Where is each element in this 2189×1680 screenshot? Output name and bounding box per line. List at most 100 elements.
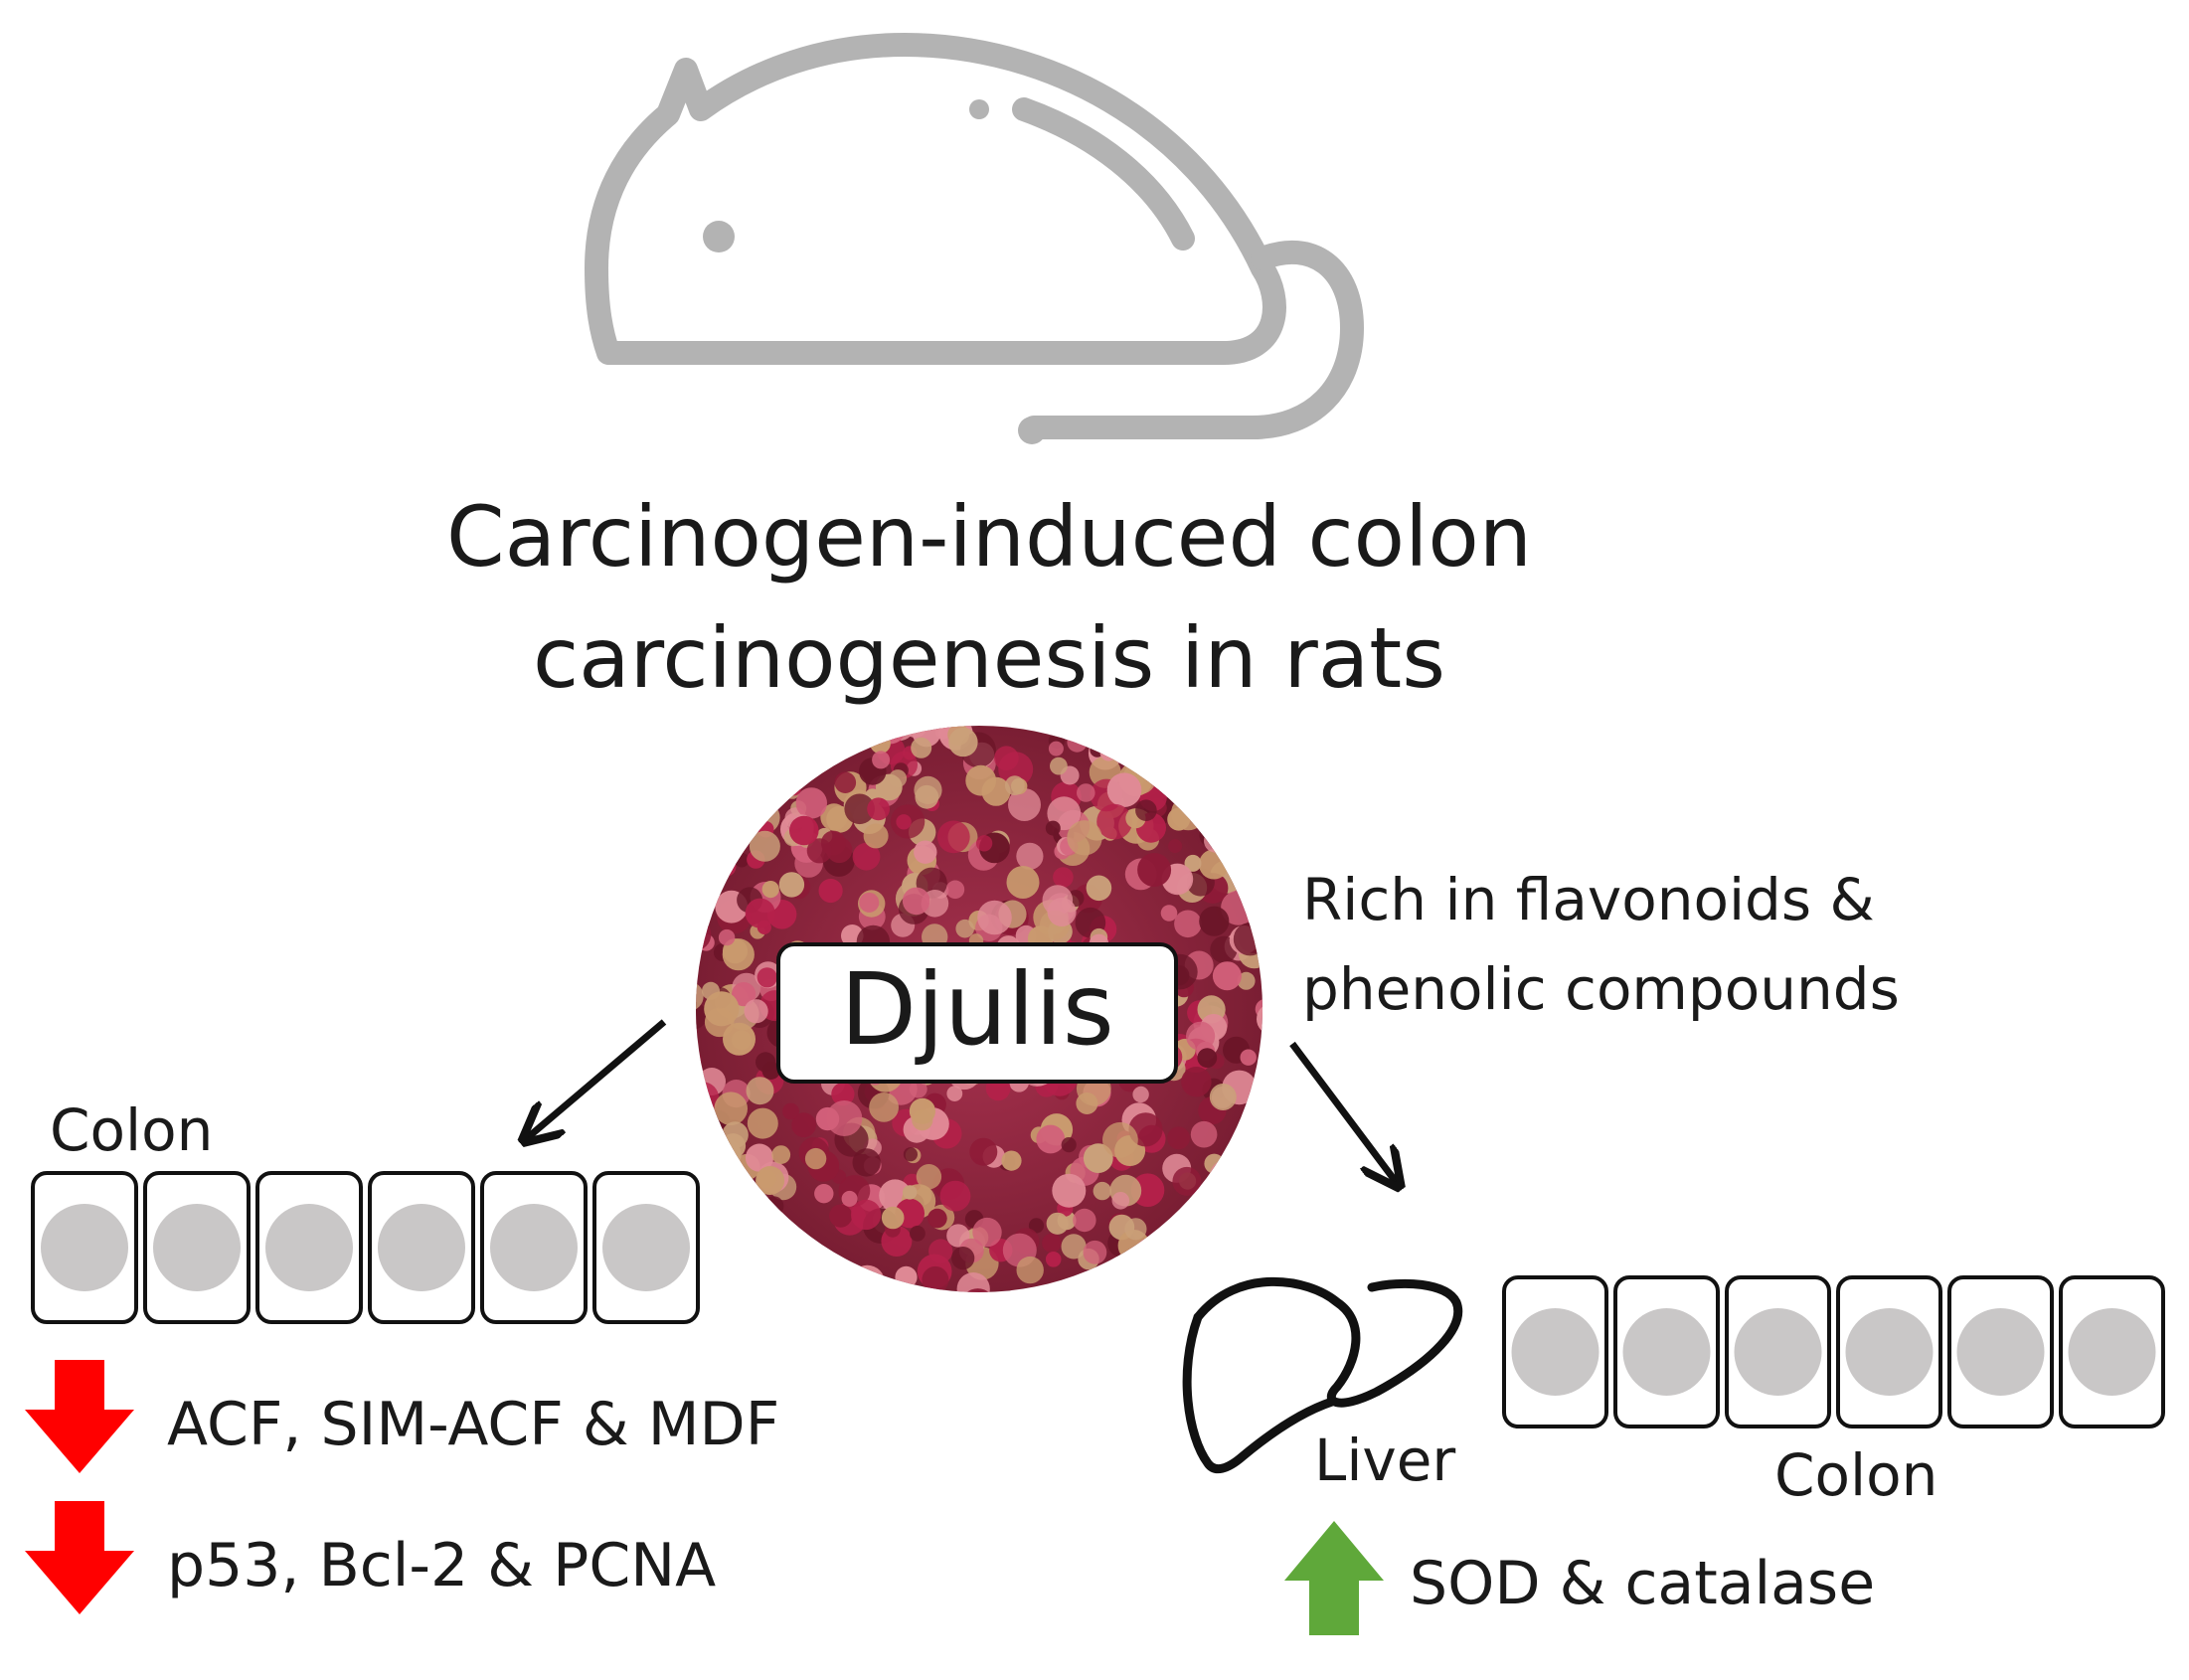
grain-dot xyxy=(867,797,890,821)
down-arrow-icon xyxy=(25,1360,134,1473)
grain-dot xyxy=(948,727,978,757)
cell-nucleus xyxy=(153,1204,241,1291)
cell-nucleus xyxy=(378,1204,465,1291)
grain-dot xyxy=(1204,829,1228,853)
grain-dot xyxy=(820,803,848,831)
grain-dot xyxy=(1209,1159,1241,1191)
right-colon-cells xyxy=(1502,1275,2165,1428)
grain-dot xyxy=(1171,795,1206,831)
liver-label: Liver xyxy=(1314,1427,1456,1494)
grain-dot xyxy=(696,918,712,951)
grain-dot xyxy=(1257,1003,1263,1035)
grain-dot xyxy=(914,775,942,805)
cell-nucleus xyxy=(1622,1308,1711,1396)
grain-dot xyxy=(1132,1086,1149,1103)
grain-dot xyxy=(1106,772,1142,807)
grain-dot xyxy=(1077,783,1095,802)
djulis-label: Djulis xyxy=(840,951,1114,1068)
composition-note-line-2: phenolic compounds xyxy=(1302,955,1900,1023)
grain-dot xyxy=(1076,1092,1098,1114)
grain-dot xyxy=(791,1112,816,1138)
grain-dot xyxy=(912,1109,933,1131)
grain-dot xyxy=(1168,839,1183,854)
grain-dot xyxy=(1233,923,1263,956)
grain-dot xyxy=(747,1107,778,1139)
rat-icon xyxy=(585,33,1364,444)
grain-dot xyxy=(786,781,801,796)
down-arrow-icon xyxy=(25,1501,134,1614)
grain-dot xyxy=(1111,1192,1130,1210)
grain-dot xyxy=(1240,1049,1257,1066)
grain-dot xyxy=(1260,939,1263,956)
grain-dot xyxy=(1197,1048,1218,1068)
grain-dot xyxy=(1167,1126,1190,1150)
grain-dot xyxy=(1061,1137,1077,1153)
grain-dot xyxy=(1006,866,1040,899)
grain-dot xyxy=(869,1092,899,1122)
grain-dot xyxy=(1160,905,1178,922)
grain-dot xyxy=(763,1196,784,1217)
grain-dot xyxy=(1048,741,1064,756)
grain-dot xyxy=(732,982,757,1007)
left-finding-2: p53, Bcl-2 & PCNA xyxy=(167,1531,717,1600)
grain-dot xyxy=(873,726,907,745)
grain-dot xyxy=(1248,909,1263,924)
cell-nucleus xyxy=(602,1204,690,1291)
grain-dot xyxy=(757,967,777,988)
grain-dot xyxy=(844,793,875,825)
grain-dot xyxy=(814,1184,834,1204)
grain-dot xyxy=(1053,867,1074,888)
grain-dot xyxy=(804,1147,827,1170)
up-arrow-icon xyxy=(1284,1521,1384,1635)
grain-dot xyxy=(960,1288,995,1292)
grain-dot xyxy=(1016,842,1044,870)
grain-dot xyxy=(696,1082,720,1114)
grain-dot xyxy=(1004,726,1021,728)
grain-dot xyxy=(1186,1021,1216,1051)
right-colon-label: Colon xyxy=(1774,1441,1938,1509)
grain-dot xyxy=(1130,1173,1165,1207)
grain-dot xyxy=(1028,1218,1045,1234)
grain-dot xyxy=(1181,1067,1212,1097)
grain-dot xyxy=(831,1083,855,1106)
grain-dot xyxy=(1267,1000,1285,1018)
grain-dot xyxy=(714,1092,748,1125)
grain-dot xyxy=(975,835,993,852)
grain-dot xyxy=(676,1038,692,1054)
grain-dot xyxy=(720,1133,747,1159)
grain-dot xyxy=(761,1061,780,1080)
grain-dot xyxy=(1248,901,1263,917)
left-finding-1: ACF, SIM-ACF & MDF xyxy=(167,1390,780,1459)
grain-dot xyxy=(696,1050,702,1071)
grain-dot xyxy=(1083,1240,1107,1264)
grain-dot xyxy=(761,881,779,899)
grain-dot xyxy=(916,1164,942,1190)
grain-dot xyxy=(696,981,704,1012)
grain-dot xyxy=(1135,799,1157,821)
left-colon-label: Colon xyxy=(50,1096,214,1164)
grain-dot xyxy=(859,892,880,913)
grain-dot xyxy=(1199,906,1230,936)
djulis-label-box xyxy=(776,942,1178,1084)
grain-dot xyxy=(1209,1084,1237,1110)
grain-dot xyxy=(718,928,736,946)
grain-dot xyxy=(897,1289,912,1292)
cell-nucleus xyxy=(1956,1308,2045,1396)
grain-dot xyxy=(824,743,843,761)
grain-dot xyxy=(1124,1218,1147,1241)
grain-dot xyxy=(922,1265,949,1292)
grain-dot xyxy=(1001,1150,1022,1171)
cell-nucleus xyxy=(2068,1308,2156,1396)
grain-dot xyxy=(972,1217,1002,1248)
grain-dot xyxy=(863,823,889,849)
grain-dot xyxy=(1045,1252,1062,1267)
arrow-to-right-organs xyxy=(1289,1041,1397,1183)
grain-dot xyxy=(1237,971,1256,990)
cell-nucleus xyxy=(1511,1308,1600,1396)
grain-dot xyxy=(936,820,970,854)
grain-dot xyxy=(1172,1166,1202,1196)
grain-dot xyxy=(956,1272,990,1292)
grain-dot xyxy=(778,872,805,898)
